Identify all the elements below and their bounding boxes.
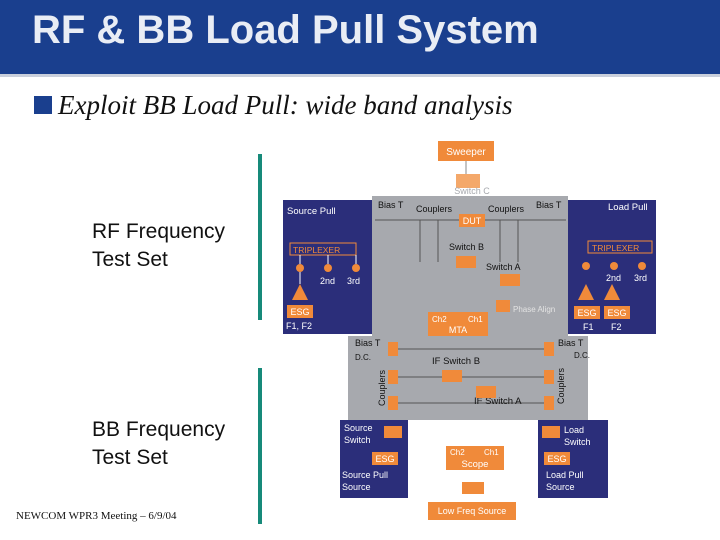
dc-right-label: D.C. (574, 351, 590, 360)
if-switch-a-label: IF Switch A (474, 396, 522, 407)
switch-b-box (456, 256, 476, 268)
dut-box (459, 214, 485, 227)
if-switch-b-label: IF Switch B (432, 356, 480, 367)
bias-t-right-label: Bias T (536, 200, 562, 210)
rf-bracket-line (258, 154, 262, 320)
source-2nd-label: 2nd (320, 276, 335, 286)
load-esg1-label: ESG (577, 308, 596, 318)
source-switch-label-2: Switch (344, 435, 371, 445)
couplers-if-right-label: Couplers (556, 367, 566, 404)
low-freq-source-label: Low Freq Source (438, 506, 507, 516)
source-esg-label: ESG (290, 307, 309, 317)
phase-align-box (496, 300, 510, 312)
bb-source-esg-box (372, 452, 398, 465)
switch-c-label: Switch C (454, 186, 490, 196)
title-bar (0, 0, 720, 74)
bias-t-left-label: Bias T (378, 200, 404, 210)
mta-ch1-label: Ch1 (468, 315, 483, 324)
load-pull-source-line1: Load Pull (546, 470, 584, 480)
bb-source-esg-label: ESG (375, 454, 394, 464)
scope-box (446, 446, 504, 470)
bb-load-esg-box (544, 452, 570, 465)
bias-t-if-right-label: Bias T (558, 338, 584, 348)
sweeper-box (438, 141, 494, 161)
couplers-if-left-label: Couplers (377, 369, 387, 406)
bb-label-line2: Test Set (92, 446, 168, 469)
load-switch-label-1: Load (564, 425, 584, 435)
rf-label-line1: RF Frequency (92, 220, 226, 243)
load-esg2-label: ESG (607, 308, 626, 318)
mta-ch2-label: Ch2 (432, 315, 447, 324)
bb-bracket-line (258, 368, 262, 524)
bb-load-esg-label: ESG (547, 454, 566, 464)
bias-t-if-left-label: Bias T (355, 338, 381, 348)
scope-label: Scope (462, 459, 489, 470)
source-pull-source-line2: Source (342, 482, 371, 492)
source-triplexer-label: TRIPLEXER (293, 245, 340, 255)
low-freq-source-box (428, 502, 516, 520)
bb-label-line1: BB Frequency (92, 418, 226, 441)
source-pull-label: Source Pull (287, 206, 336, 217)
load-pull-label: Load Pull (608, 202, 648, 213)
switch-b-label: Switch B (449, 242, 484, 252)
load-switch-label-2: Switch (564, 437, 591, 447)
source-esg-box (287, 305, 313, 318)
source-pull-source-line1: Source Pull (342, 470, 388, 480)
couplers-left-label: Couplers (416, 204, 453, 214)
load-esg1-box (574, 306, 600, 319)
source-switch-label-1: Source (344, 423, 373, 433)
switch-c-box (456, 174, 480, 188)
slide-subtitle: Exploit BB Load Pull: wide band analysis (58, 90, 513, 120)
mta-box (428, 312, 488, 336)
source-triplexer-box (289, 242, 357, 256)
slide-title: RF & BB Load Pull System (32, 8, 539, 52)
load-f2-label: F2 (611, 322, 622, 332)
scope-ch2-label: Ch2 (450, 448, 465, 457)
dut-label: DUT (463, 216, 482, 226)
load-pull-source-line2: Source (546, 482, 575, 492)
sweeper-label: Sweeper (446, 147, 486, 158)
source-3rd-label: 3rd (347, 276, 360, 286)
title-divider (0, 74, 720, 77)
dc-left-label: D.C. (355, 353, 371, 362)
switch-a-box (500, 274, 520, 286)
load-triplexer-box (587, 240, 653, 254)
mta-label: MTA (449, 325, 467, 335)
square-bullet-icon (34, 96, 52, 114)
rf-test-set-label: RF Frequency Test Set (92, 218, 225, 274)
if-switch-a-box (476, 386, 496, 398)
load-f1-label: F1 (583, 322, 594, 332)
bb-test-set-label: BB Frequency Test Set (92, 416, 225, 472)
if-switch-b-box (442, 370, 462, 382)
source-f1f2-label: F1, F2 (286, 321, 312, 331)
couplers-right-label: Couplers (488, 204, 525, 214)
load-2nd-label: 2nd (606, 273, 621, 283)
switch-a-label: Switch A (486, 262, 521, 272)
footer-text: NEWCOM WPR3 Meeting – 6/9/04 (16, 510, 177, 522)
phase-align-label: Phase Align (513, 305, 555, 314)
rf-label-line2: Test Set (92, 248, 168, 271)
scope-ch1-label: Ch1 (484, 448, 499, 457)
load-3rd-label: 3rd (634, 273, 647, 283)
load-esg2-box (604, 306, 630, 319)
load-triplexer-label: TRIPLEXER (592, 243, 639, 253)
